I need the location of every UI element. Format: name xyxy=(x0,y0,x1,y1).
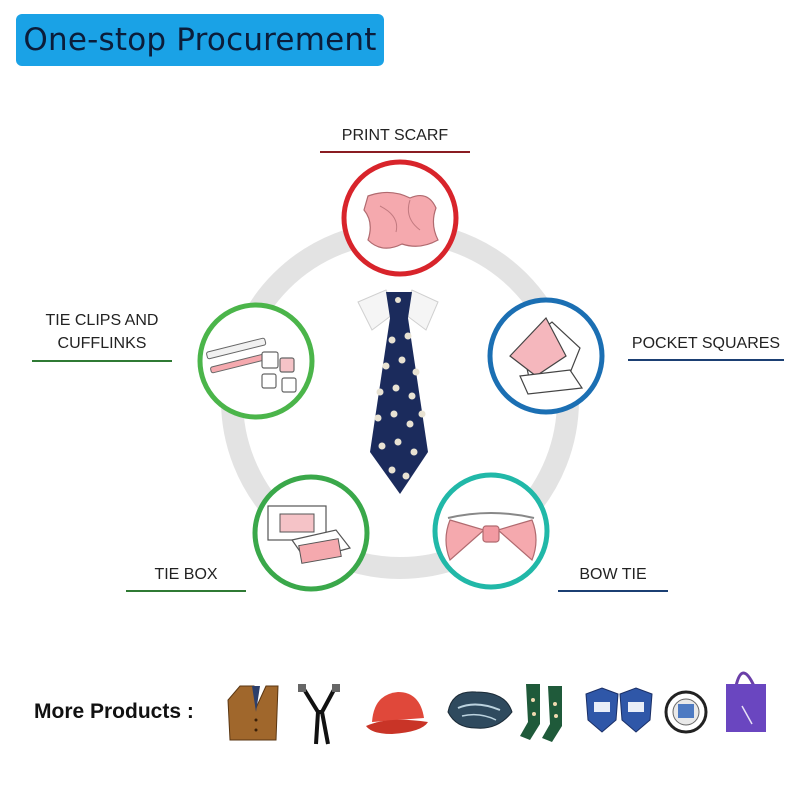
cap-icon[interactable] xyxy=(366,692,428,734)
pocket-squares-label: POCKET SQUARES xyxy=(631,335,781,352)
page-title-banner: One-stop Procurement xyxy=(16,14,384,66)
page-title: One-stop Procurement xyxy=(23,22,377,58)
necktie-icon xyxy=(357,289,439,494)
vest-icon[interactable] xyxy=(227,685,279,741)
badge-pins-icon[interactable] xyxy=(585,687,653,733)
tie-clips-label-line2: CUFFLINKS xyxy=(57,335,147,352)
socks-icon[interactable] xyxy=(520,684,562,742)
tie-clips-label-line1: TIE CLIPS AND xyxy=(45,312,159,329)
tie-box-label: TIE BOX xyxy=(154,566,218,583)
lapel-pin-icon[interactable] xyxy=(664,690,708,734)
print-scarf-label: PRINT SCARF xyxy=(341,127,449,144)
tie-clips-label: TIE CLIPS AND CUFFLINKS xyxy=(32,309,172,355)
tie-clips-cufflinks-icon[interactable] xyxy=(197,302,315,420)
bow-tie-icon[interactable] xyxy=(432,472,550,590)
tie-box-icon[interactable] xyxy=(252,474,370,592)
more-products-label: More Products : xyxy=(34,700,194,723)
pocket-squares-icon[interactable] xyxy=(487,297,605,415)
suspenders-icon[interactable] xyxy=(298,684,340,745)
bandana-icon[interactable] xyxy=(447,691,513,729)
bow-tie-label: BOW TIE xyxy=(579,566,647,583)
tote-bag-icon[interactable] xyxy=(726,671,766,732)
print-scarf-icon[interactable] xyxy=(341,159,459,277)
